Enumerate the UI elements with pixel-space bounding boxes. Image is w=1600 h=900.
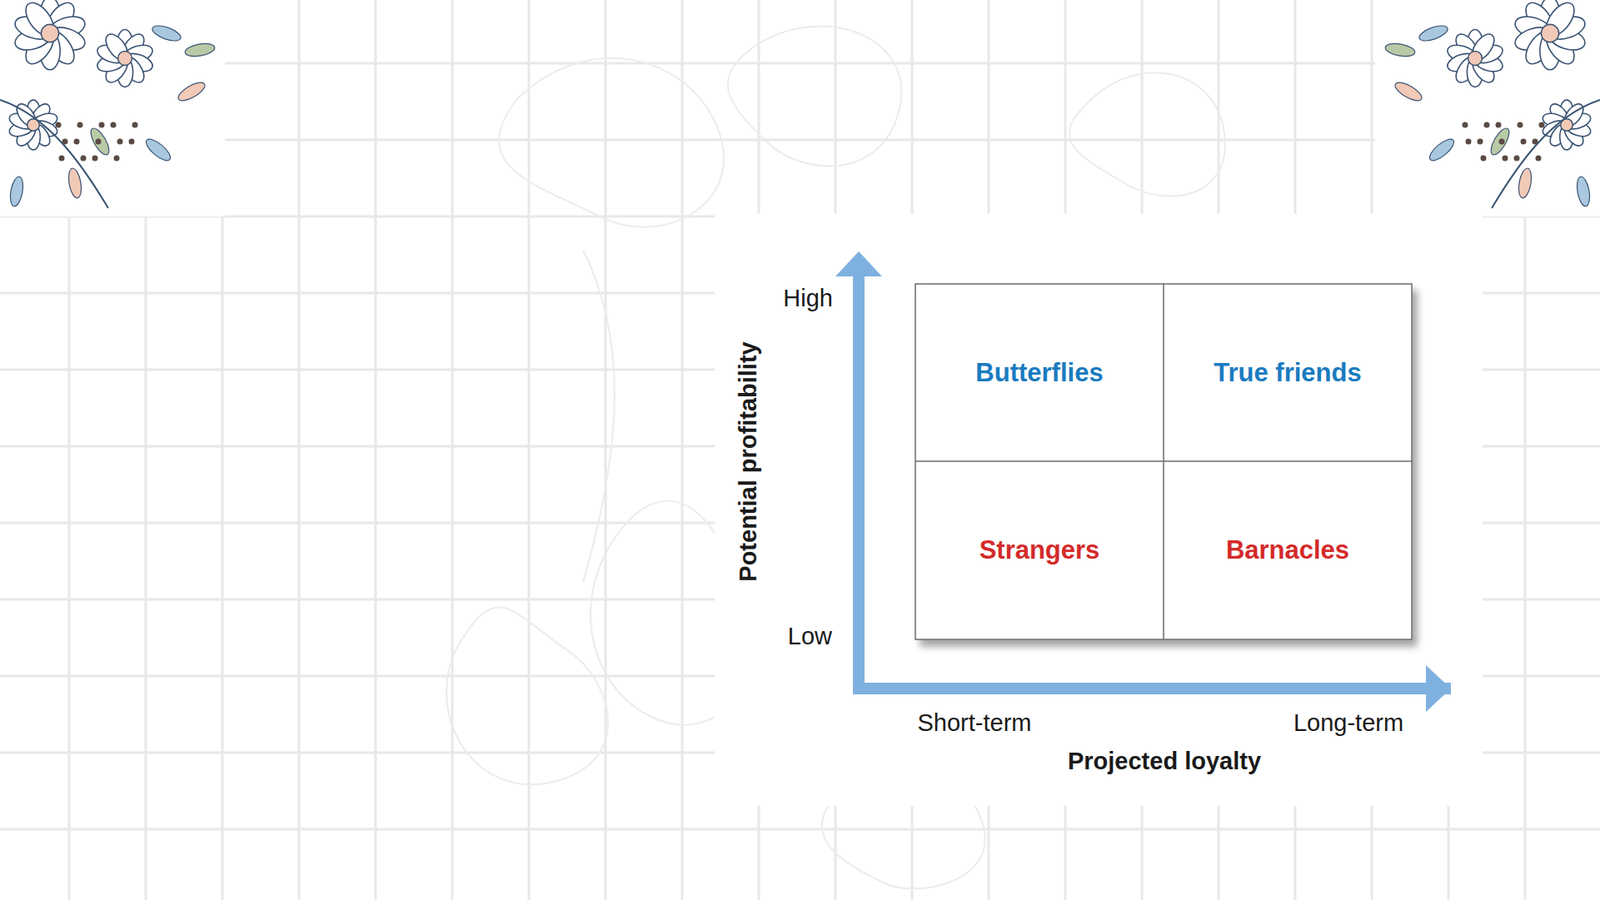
floral-ornament xyxy=(1375,0,1600,217)
quadrant-label-box: Barnacles xyxy=(1163,461,1412,640)
axis-tick-label: Long-term xyxy=(1293,709,1404,738)
axis-tick-label: High xyxy=(782,284,833,313)
grid-line xyxy=(298,0,301,900)
axis-tick-label: Short-term xyxy=(917,709,1032,738)
x-axis-arrowhead xyxy=(1425,665,1451,713)
grid-line xyxy=(604,0,608,900)
quadrant-label-box: True friends xyxy=(1163,284,1412,462)
axis-tick-label: Low xyxy=(787,623,833,651)
y-axis-arrowhead xyxy=(835,251,883,277)
grid-line xyxy=(528,0,531,900)
quadrant-label-box: Butterflies xyxy=(915,284,1164,462)
grid-line xyxy=(681,0,684,900)
grid-line xyxy=(451,0,454,900)
x-axis xyxy=(852,682,1451,695)
quadrant-label: Barnacles xyxy=(1226,535,1350,566)
grid-line xyxy=(0,828,1600,832)
grid-line xyxy=(0,139,1600,142)
corner-florals xyxy=(0,0,1600,217)
matrix-grid xyxy=(915,284,1412,640)
axis-title: Projected loyalty xyxy=(1067,747,1262,776)
y-axis xyxy=(852,268,865,695)
grid-line xyxy=(0,62,1600,65)
chart-panel xyxy=(714,214,1483,807)
quadrant-label: Butterflies xyxy=(975,358,1103,389)
floral-ornament xyxy=(0,0,225,217)
grid-line xyxy=(374,0,378,900)
quadrant-label-box: Strangers xyxy=(915,461,1164,640)
quadrant-label: Strangers xyxy=(979,535,1101,566)
axes xyxy=(835,251,1451,713)
axis-title: Potential profitability xyxy=(734,341,763,582)
quadrant-label: True friends xyxy=(1213,358,1361,389)
